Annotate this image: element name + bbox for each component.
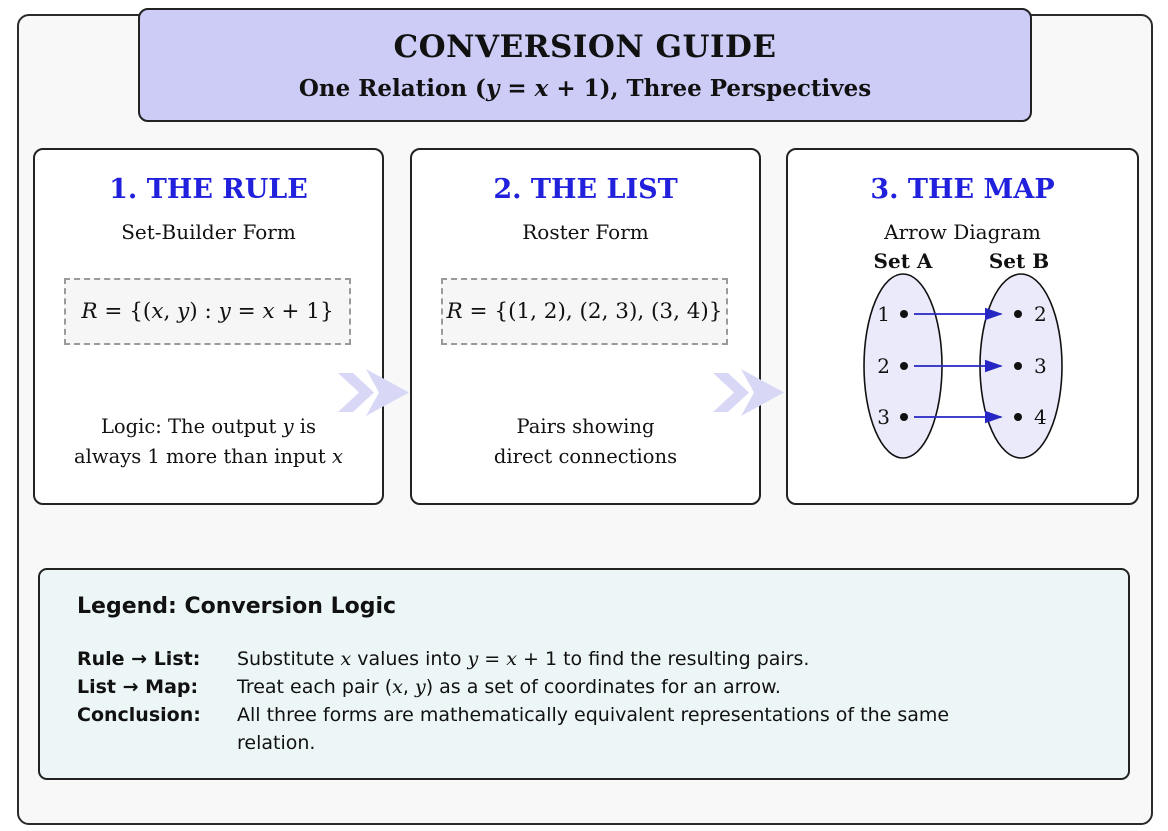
list-formula: R = {(1, 2), (2, 3), (3, 4)} xyxy=(446,299,723,324)
list-note: Pairs showing direct connections xyxy=(412,412,759,472)
panel-map: 3. THE MAP Arrow Diagram Set A Set B 1 2… xyxy=(786,148,1139,505)
list-note-line2: direct connections xyxy=(493,445,678,468)
list-formula-box: R = {(1, 2), (2, 3), (3, 4)} xyxy=(441,278,728,345)
rule-note-line2: always 1 more than input x xyxy=(74,445,343,468)
chevron-arrow-icon xyxy=(713,369,784,416)
panel-rule-heading: 1. THE RULE xyxy=(109,174,308,205)
list-note-line1: Pairs showing xyxy=(516,415,655,438)
legend-box: Legend: Conversion Logic Rule → List: Su… xyxy=(38,568,1130,780)
panel-list-heading: 2. THE LIST xyxy=(493,174,678,205)
set-a-label: Set A xyxy=(874,249,933,273)
title-box: CONVERSION GUIDE One Relation (y = x + 1… xyxy=(138,8,1032,122)
map-dot xyxy=(900,362,908,370)
chevron-arrow-icon xyxy=(338,369,409,416)
legend-row-label: List → Map: xyxy=(77,676,199,698)
map-dot xyxy=(1014,362,1022,370)
legend-row-label: Conclusion: xyxy=(77,704,201,726)
legend-heading: Legend: Conversion Logic xyxy=(77,594,397,619)
legend-row-description: Substitute x values into y = x + 1 to fi… xyxy=(237,648,810,670)
map-element: 3 xyxy=(877,405,890,429)
panel-list: 2. THE LIST Roster Form R = {(1, 2), (2,… xyxy=(410,148,761,505)
map-dot xyxy=(1014,310,1022,318)
panel-rule: 1. THE RULE Set-Builder Form R = {(x, y)… xyxy=(33,148,384,505)
panel-rule-subheading: Set-Builder Form xyxy=(121,220,296,244)
legend-rows: Rule → List: Substitute x values into y … xyxy=(77,645,1098,757)
map-element: 2 xyxy=(877,354,890,378)
legend-row-description: Treat each pair (x, y) as a set of coord… xyxy=(237,676,781,698)
set-b-label: Set B xyxy=(989,249,1049,273)
rule-formula-box: R = {(x, y) : y = x + 1} xyxy=(64,278,351,345)
map-element: 2 xyxy=(1034,302,1047,326)
panel-list-subheading: Roster Form xyxy=(522,220,649,244)
panel-map-subheading: Arrow Diagram xyxy=(884,220,1041,244)
rule-note-line1: Logic: The output y is xyxy=(100,415,317,438)
legend-row-description: All three forms are mathematically equiv… xyxy=(237,704,950,754)
map-element: 3 xyxy=(1034,354,1047,378)
map-element: 1 xyxy=(877,302,890,326)
map-dot xyxy=(900,413,908,421)
legend-row-label: Rule → List: xyxy=(77,648,201,670)
map-element: 4 xyxy=(1034,405,1047,429)
map-dot xyxy=(900,310,908,318)
page-subtitle: One Relation (y = x + 1), Three Perspect… xyxy=(298,74,872,102)
rule-note: Logic: The output y is always 1 more tha… xyxy=(35,412,382,472)
map-dot xyxy=(1014,413,1022,421)
rule-formula: R = {(x, y) : y = x + 1} xyxy=(81,299,334,324)
panel-map-heading: 3. THE MAP xyxy=(870,174,1055,205)
page-title: CONVERSION GUIDE xyxy=(393,28,777,65)
arrow-diagram: Set A Set B 1 2 2 3 3 4 xyxy=(863,249,1063,459)
